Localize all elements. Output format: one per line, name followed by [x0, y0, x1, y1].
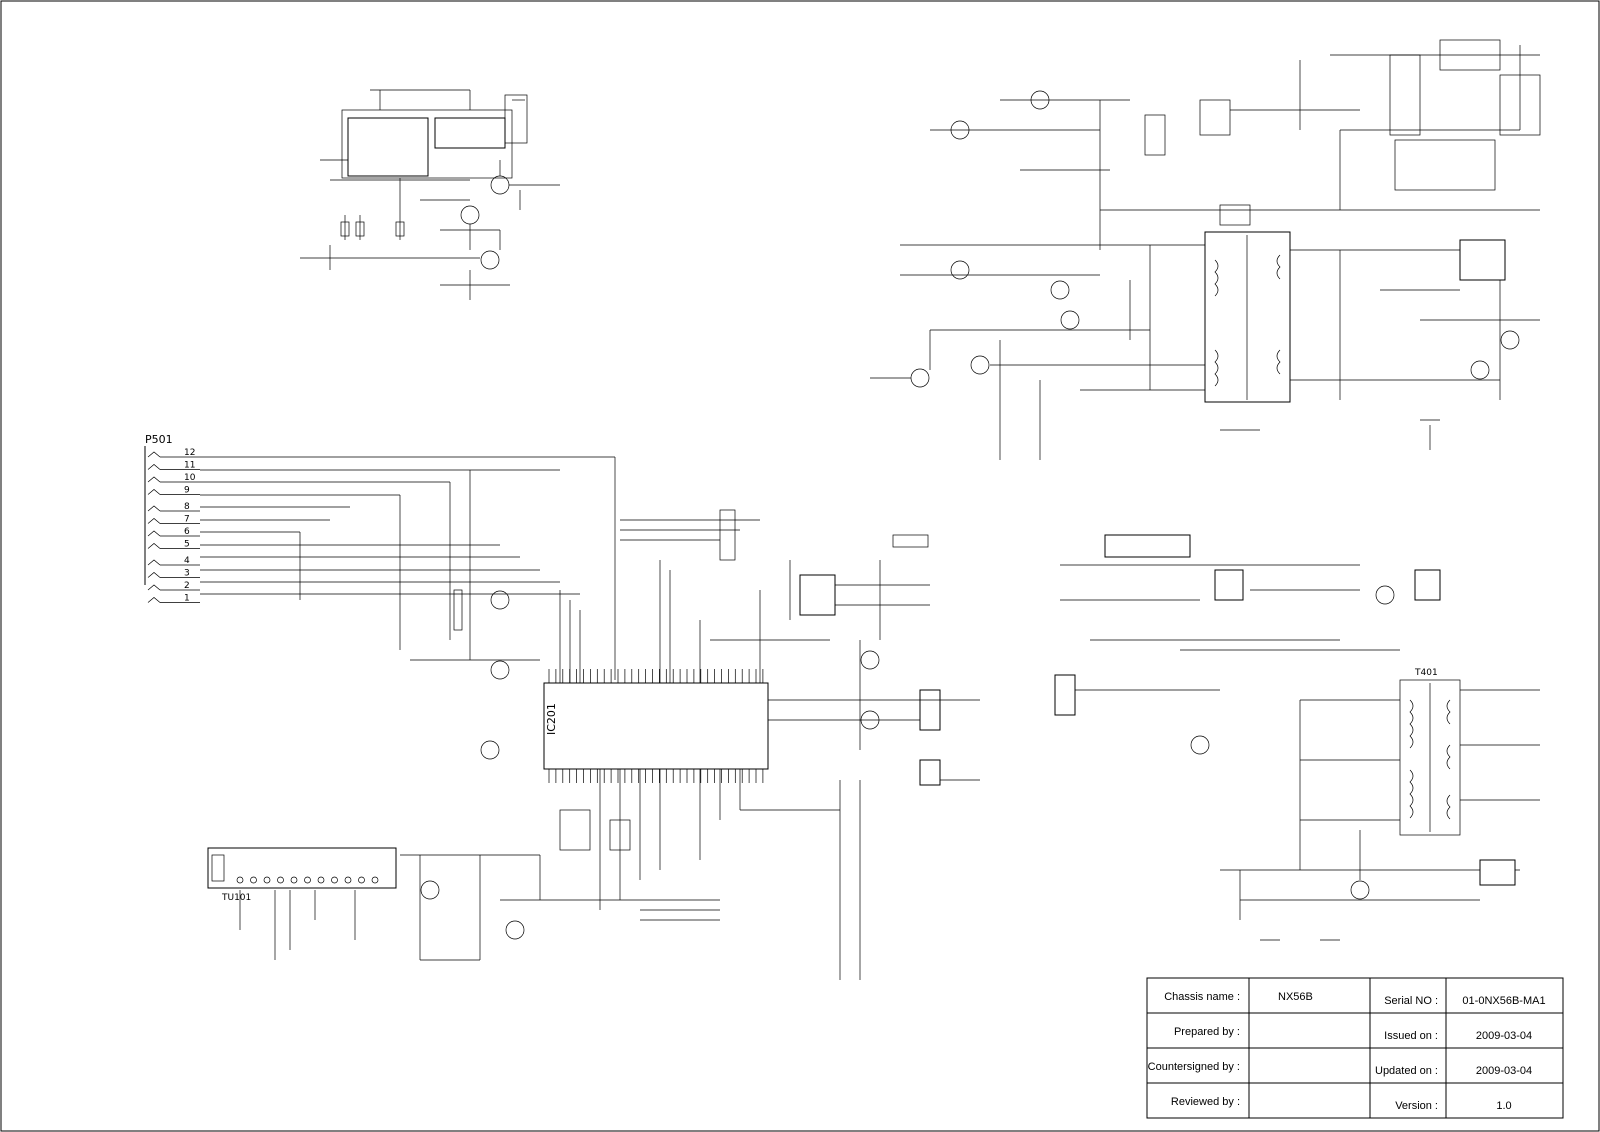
title-block-value: 2009-03-04 [1476, 1065, 1532, 1077]
tuner-pin [304, 876, 311, 884]
tuner-label: TU101 [221, 893, 251, 903]
tuner-pin [344, 876, 352, 884]
tuner-pin [358, 876, 365, 884]
connector-pin-number: 4 [184, 556, 190, 566]
title-block-label: Countersigned by : [1148, 1061, 1240, 1073]
connector-pin-mark [147, 476, 161, 483]
title-block-label: Chassis name : [1164, 991, 1240, 1003]
connector-pin-mark [147, 518, 161, 524]
connector-p501: P501 12 11 10 9 8 7 6 5 4 3 2 1 [144, 433, 616, 760]
tuner-pin [317, 876, 325, 884]
connector-pin-mark [147, 543, 161, 549]
tuner-pin [290, 876, 298, 884]
connector-pin-number: 3 [184, 569, 190, 579]
connector-pin-mark [147, 489, 161, 495]
title-block-value: 01-0NX56B-MA1 [1462, 995, 1545, 1007]
tuner-block: TU101 [207, 847, 720, 961]
tuner-pin [236, 876, 244, 884]
tuner-pin [331, 876, 338, 884]
connector-pin-mark [147, 597, 161, 603]
connector-pin-number: 2 [184, 581, 190, 591]
connector-pin-mark [147, 559, 161, 566]
title-block-label: Serial NO : [1384, 995, 1438, 1007]
connector-pin-number: 7 [184, 515, 190, 525]
tuner-pin [277, 876, 284, 884]
connector-pin-mark [147, 464, 161, 470]
ic201-label: IC201 [545, 703, 558, 735]
title-block-label: Prepared by : [1174, 1026, 1240, 1038]
connector-pin-number: 12 [184, 448, 195, 458]
tuner-pin [250, 876, 257, 884]
title-block-label: Updated on : [1375, 1065, 1438, 1077]
connector-pin-number: 1 [184, 594, 190, 604]
connector-pin-mark [147, 451, 161, 458]
title-block: Chassis name : NX56B Serial NO : 01-0NX56B-… [1146, 977, 1564, 1119]
title-block-label: Version : [1395, 1100, 1438, 1112]
main-ic-block: IC201 [543, 509, 980, 980]
connector-pin-mark [147, 584, 161, 591]
title-block-label: Issued on : [1384, 1030, 1438, 1042]
connector-pin-mark [147, 530, 161, 537]
deflection-block: T401 [1054, 534, 1540, 941]
title-block-label: Reviewed by : [1171, 1096, 1240, 1108]
audio-circuit-block [300, 89, 560, 300]
connector-pin-number: 6 [184, 527, 190, 537]
connector-pin-number: 11 [184, 461, 195, 471]
flyback-label: T401 [1414, 668, 1438, 678]
power-supply-block [870, 39, 1541, 460]
connector-label: P501 [145, 433, 173, 446]
tuner-pin [371, 876, 379, 884]
tuner-body [207, 847, 397, 889]
title-block-value: 1.0 [1496, 1100, 1511, 1112]
connector-pin-mark [147, 572, 161, 578]
title-block-value: NX56B [1278, 991, 1313, 1003]
tuner-pin [263, 876, 271, 884]
title-block-value: 2009-03-04 [1476, 1030, 1532, 1042]
connector-pin-mark [147, 505, 161, 512]
connector-pin-number: 10 [184, 473, 196, 483]
connector-pin-number: 5 [184, 540, 190, 550]
ic201-body [543, 682, 769, 770]
connector-pin-number: 8 [184, 502, 190, 512]
connector-pin-number: 9 [184, 486, 190, 496]
